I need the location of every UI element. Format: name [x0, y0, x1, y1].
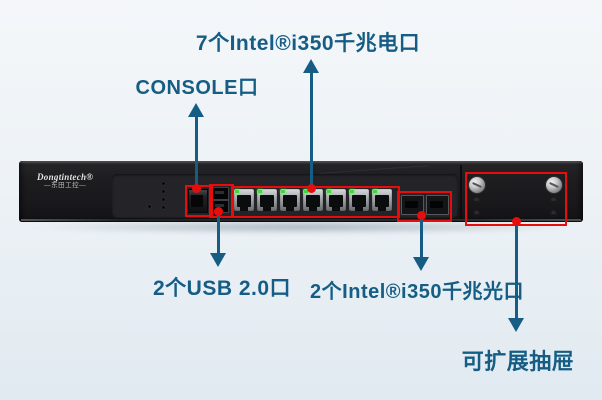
marker-dot-sfp — [417, 211, 426, 220]
sfp-port — [426, 195, 449, 215]
ethernet-led-icon — [327, 190, 331, 193]
ethernet-jack-notch — [240, 206, 248, 211]
ethernet-jack-opening — [237, 195, 251, 207]
thumbscrew-right-icon — [545, 176, 563, 194]
callout-line-eth — [310, 72, 313, 188]
screw-icon — [551, 198, 556, 203]
ethernet-jack-notch — [286, 206, 294, 211]
highlight-box-eth — [231, 186, 400, 218]
ethernet-jack-notch — [332, 206, 340, 211]
ethernet-jack-opening — [375, 195, 389, 207]
marker-dot-eth — [307, 184, 316, 193]
brand-logo: Dongtintech® —东田工控— — [37, 172, 93, 190]
label-console-port: CONSOLE口 — [135, 77, 259, 99]
ethernet-jack-notch — [378, 206, 386, 211]
ethernet-led-icon — [281, 190, 285, 193]
ethernet-jack-opening — [283, 195, 297, 207]
drawer-seam — [460, 165, 462, 219]
label-expandable-drawer: 可扩展抽屉 — [461, 349, 575, 374]
ethernet-ports-row — [234, 189, 394, 211]
arrow-down-icon-drawer — [508, 318, 524, 332]
screw-icon — [551, 211, 556, 216]
arrow-up-icon-eth — [303, 59, 319, 73]
status-led-column — [162, 182, 165, 210]
chassis-accent-line — [319, 165, 429, 174]
ethernet-port — [349, 189, 369, 211]
thumbscrew-left-icon — [468, 176, 486, 194]
ethernet-led-icon — [235, 190, 239, 193]
ethernet-jack-notch — [309, 206, 317, 211]
brand-name: Dongtintech® — [37, 172, 94, 182]
marker-dot-console — [192, 184, 201, 193]
ethernet-jack-opening — [306, 195, 320, 207]
status-led-hole — [162, 182, 165, 185]
status-led-hole — [162, 190, 165, 193]
ethernet-jack-notch — [263, 206, 271, 211]
arrow-down-icon-usb — [210, 253, 226, 267]
status-led-hole — [162, 206, 165, 209]
status-led-hole — [162, 198, 165, 201]
ethernet-jack-notch — [355, 206, 363, 211]
arrow-up-icon-console — [188, 103, 204, 117]
ethernet-jack-opening — [329, 195, 343, 207]
sfp-slot — [405, 201, 418, 208]
ethernet-jack-opening — [352, 195, 366, 207]
appliance-chassis: Dongtintech® —东田工控— — [19, 161, 583, 226]
device-drop-shadow — [24, 220, 578, 234]
marker-dot-drawer — [512, 217, 521, 226]
ethernet-port — [280, 189, 300, 211]
ethernet-led-icon — [304, 190, 308, 193]
ethernet-port — [303, 189, 323, 211]
label-sfp-ports: 2个Intel®i350千兆光口 — [310, 281, 524, 303]
callout-line-drawer — [515, 222, 518, 319]
callout-line-sfp — [420, 218, 423, 257]
label-eth-copper-ports: 7个Intel®i350千兆电口 — [195, 32, 421, 55]
ethernet-port — [257, 189, 277, 211]
console-jack-opening — [191, 195, 203, 207]
marker-dot-usb — [214, 207, 223, 216]
sfp-slot — [430, 201, 443, 208]
highlight-box-sfp — [397, 191, 452, 222]
arrow-down-icon-sfp — [413, 257, 429, 271]
screw-icon — [474, 198, 479, 203]
ethernet-port — [234, 189, 254, 211]
sfp-ports-row — [401, 195, 449, 215]
ethernet-led-icon — [258, 190, 262, 193]
brand-subtitle: —东田工控— — [44, 182, 87, 189]
callout-line-console — [195, 116, 198, 188]
ethernet-jack-opening — [260, 195, 274, 207]
usb-tongue — [215, 191, 224, 194]
ethernet-led-icon — [373, 190, 377, 193]
ethernet-port — [372, 189, 392, 211]
screw-icon — [474, 211, 479, 216]
reset-pinhole-icon — [148, 205, 151, 208]
usb-tongue — [215, 204, 224, 207]
highlight-box-usb — [209, 184, 234, 218]
ethernet-port — [326, 189, 346, 211]
ethernet-led-icon — [350, 190, 354, 193]
callout-line-usb — [217, 212, 220, 254]
sfp-port — [401, 195, 424, 215]
label-usb-ports: 2个USB 2.0口 — [152, 277, 292, 300]
